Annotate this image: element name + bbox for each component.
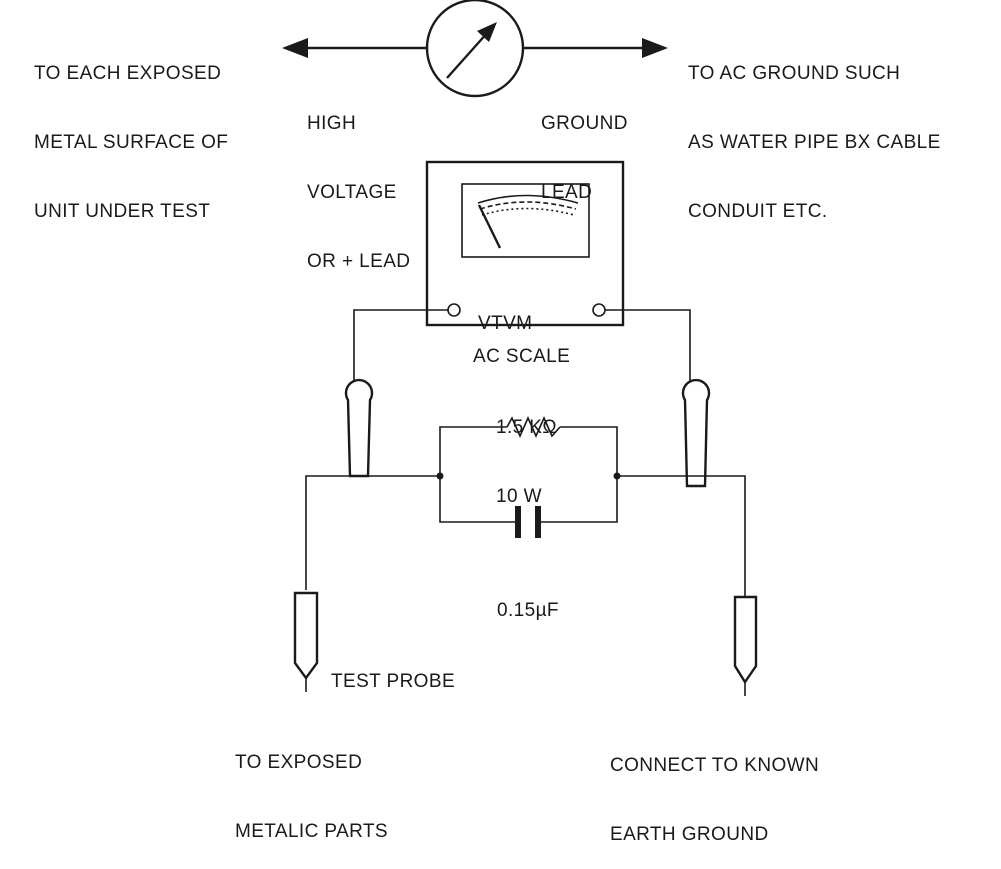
vtvm-scale-arc-1 [477,194,579,204]
vtvm-right-terminal [592,303,606,317]
right-ground-wire [617,475,746,596]
vtvm-scale-arc-2 [479,201,577,210]
vtvm-scale-arc-3 [481,207,575,216]
capacitor-value-label: 0.15µF [497,600,559,621]
right-lead-clip [681,378,711,488]
capacitor-right-wire [540,476,618,523]
left-lead-clip [344,378,374,478]
resistor-value-label: 1.5 KΩ 10 W [496,417,557,507]
leakage-test-diagram [282,0,758,696]
right-meter-lead [605,309,691,384]
ground-probe [733,595,758,685]
high-voltage-lead-label: HIGH VOLTAGE OR + LEAD [307,113,411,272]
vtvm-name-label: VTVM [478,313,533,334]
left-arrow-head [282,38,308,58]
circuit-wiring [293,309,758,696]
unit-under-test-label: TO EACH EXPOSED METAL SURFACE OF UNIT UN… [34,63,229,222]
ground-lead-label: GROUND LEAD [541,113,628,203]
top-meter-symbol [282,0,668,98]
meter-needle-head [477,22,497,42]
vtvm-left-terminal [447,303,461,317]
vtvm-needle [477,204,502,249]
capacitor-left-wire [439,476,516,523]
test-probe [293,591,319,681]
vtvm-meter [425,160,625,327]
resistor-right-wire [560,426,618,476]
vtvm-scale-label: AC SCALE [473,346,571,367]
meter-needle [446,31,489,79]
right-arrow-head [642,38,668,58]
resistor-symbol [506,416,561,438]
earth-ground-label: CONNECT TO KNOWN EARTH GROUND [610,755,820,845]
test-probe-label: TEST PROBE [331,671,456,692]
left-probe-wire [305,475,440,590]
left-meter-lead [353,309,448,384]
resistor-left-wire [439,426,507,476]
vtvm-case [425,160,625,327]
ac-ground-label: TO AC GROUND SUCH AS WATER PIPE BX CABLE… [688,63,941,222]
exposed-parts-label: TO EXPOSED METALIC PARTS [235,752,389,842]
vtvm-dial-window [461,183,590,258]
